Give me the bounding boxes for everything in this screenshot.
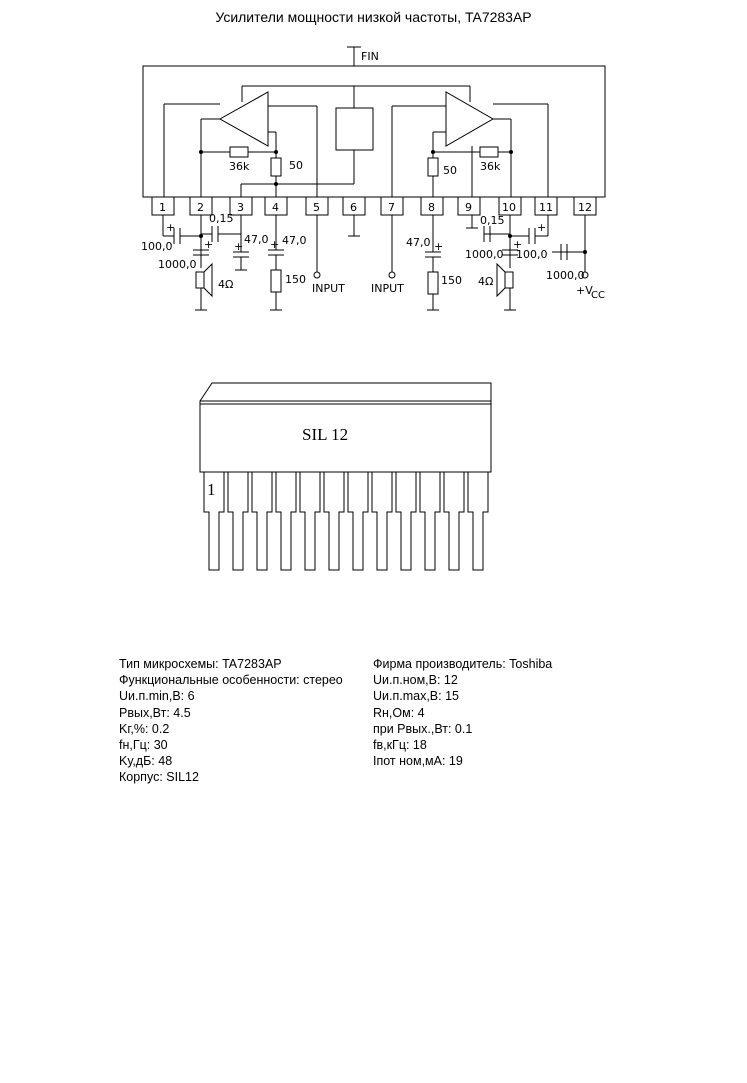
resistor-36k-right-label: 36k (480, 160, 501, 173)
pin-label: 10 (502, 201, 516, 214)
vcc-subscript: CC (591, 290, 605, 301)
package-leads (203, 472, 489, 571)
cap-47-pin4-label: 47,0 (282, 234, 307, 247)
resistor-150-left-label: 150 (285, 273, 306, 286)
pin-label: 1 (159, 201, 166, 214)
vcc-label: +V (576, 284, 593, 297)
package-label: SIL 12 (302, 425, 348, 444)
spec-row: Корпус: SIL12 (119, 770, 199, 785)
amplifier-left (218, 91, 269, 147)
spec-row: fв,кГц: 18 (373, 737, 427, 752)
spec-row: при Pвых.,Вт: 0.1 (373, 721, 473, 736)
cap-1000-left-label: 1000,0 (158, 258, 197, 271)
pin-label: 6 (350, 201, 357, 214)
svg-text:+: + (513, 238, 522, 251)
page-title: Усилители мощности низкой частоты, TA728… (215, 9, 532, 25)
pin-label: 2 (197, 201, 204, 214)
amplifier-right (445, 91, 495, 147)
cap-47-pin3-label: 47,0 (244, 233, 269, 246)
ic-body (142, 65, 606, 198)
spec-row: Rн,Ом: 4 (373, 705, 425, 720)
input-left-label: INPUT (312, 282, 345, 295)
cap-1000-vcc-label: 1000,0 (546, 269, 585, 282)
spec-row: Функциональные особенности: стерео (119, 673, 343, 688)
svg-text:+: + (270, 238, 279, 251)
spec-row: Kг,%: 0.2 (119, 721, 170, 736)
spec-row: Фирма производитель: Toshiba (373, 657, 553, 671)
svg-text:+: + (537, 221, 546, 234)
specs-right-column: Фирма производитель: Toshiba Uи.п.ном,В:… (373, 656, 552, 769)
package-body (199, 382, 492, 473)
pin-label: 3 (237, 201, 244, 214)
pin-label: 8 (428, 201, 435, 214)
circuit-diagram: FIN 36k 50 36k 50 (141, 46, 606, 311)
specs-left-column: Тип микросхемы: TA7283AP Функциональные … (119, 656, 343, 786)
pin-label: 4 (272, 201, 279, 214)
cap-015-right-label: 0,15 (480, 214, 505, 227)
cap-100-left-label: 100,0 (141, 240, 173, 253)
cap-47-pin8-label: 47,0 (406, 236, 431, 249)
resistor-36k-left-label: 36k (229, 160, 250, 173)
spec-row: fн,Гц: 30 (119, 737, 168, 752)
spec-row: Pвых,Вт: 4.5 (119, 705, 191, 720)
pin-label: 7 (388, 201, 395, 214)
bias-block (335, 107, 374, 151)
cap-1000-right-label: 1000,0 (465, 248, 504, 261)
resistor-50-right-label: 50 (443, 164, 457, 177)
speaker-right-label: 4Ω (478, 275, 493, 288)
svg-text:+: + (434, 240, 443, 253)
resistor-150-right-label: 150 (441, 274, 462, 287)
cap-015-left-label: 0,15 (209, 212, 234, 225)
spec-row: Iпот ном,мА: 19 (373, 754, 463, 769)
spec-row: Uи.п.min,В: 6 (119, 689, 195, 704)
fin-label: FIN (361, 50, 379, 63)
pin-label: 9 (465, 201, 472, 214)
svg-text:+: + (234, 240, 243, 253)
pin-label: 11 (539, 201, 553, 214)
spec-row: Uи.п.ном,В: 12 (373, 673, 458, 688)
pin1-marker: 1 (207, 480, 216, 499)
speaker-left-label: 4Ω (218, 278, 233, 291)
spec-row: Uи.п.max,В: 15 (373, 689, 459, 704)
spec-row: Kу,дБ: 48 (119, 754, 173, 769)
pin-label: 12 (578, 201, 592, 214)
package-drawing: SIL 12 1 (199, 382, 492, 571)
cap-100-right-label: 100,0 (516, 248, 548, 261)
input-right-label: INPUT (371, 282, 404, 295)
spec-row: Тип микросхемы: TA7283AP (119, 657, 282, 671)
svg-text:+: + (166, 221, 175, 234)
pin-label: 5 (313, 201, 320, 214)
resistor-50-left-label: 50 (289, 159, 303, 172)
svg-text:+: + (204, 238, 213, 251)
